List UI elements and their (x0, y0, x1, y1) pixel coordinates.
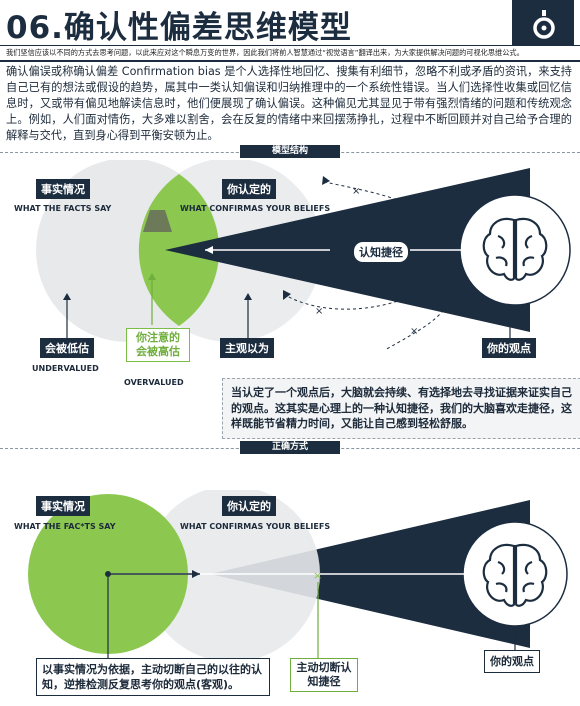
overvalued-en-label: OVERVALUED (124, 378, 184, 387)
svg-text:×: × (313, 569, 322, 582)
page-subtitle: 我们坚信应该以不同的方式去思考问题，以此来应对这个瞬息万变的世界，因此我们将前人… (6, 48, 524, 57)
cut-shortcut-label: 主动切断认知捷径 (290, 658, 358, 692)
facts-label: 事实情况 (36, 179, 90, 199)
undervalued-en-label: UNDERVALUED (32, 364, 99, 373)
subjective-label: 主观以为 (220, 338, 274, 358)
correct-beliefs-en-label: WHAT CONFIRMAS YOUR BELIEFS (180, 522, 331, 531)
section-tag-model: 模型结构 (240, 145, 340, 158)
page-title: 06.确认性偏差思维模型 (6, 10, 352, 46)
model-diagram: × × × (36, 160, 571, 351)
undervalued-label: 会被低估 (40, 338, 94, 358)
svg-text:×: × (315, 306, 323, 317)
beliefs-en-label: WHAT CONFIRMAS YOUR BELIEFS (180, 204, 331, 213)
correct-beliefs-circle (144, 490, 320, 662)
facts-en-label: WHAT THE FACTS SAY (14, 204, 112, 213)
shortcut-cone (165, 168, 530, 332)
beliefs-label: 你认定的 (222, 179, 276, 199)
svg-text:×: × (352, 186, 360, 197)
correct-facts-label: 事实情况 (36, 496, 90, 516)
your-view-label: 你的观点 (482, 338, 536, 358)
overvalued-label: 你注意的会被高估 (126, 328, 190, 362)
svg-text:×: × (410, 326, 418, 337)
brand-logo (512, 0, 574, 46)
correct-facts-en-label: WHAT THE FAC*TS SAY (14, 522, 116, 531)
correct-beliefs-label: 你认定的 (222, 496, 276, 516)
logo-icon (533, 10, 555, 39)
header-divider-bottom (0, 60, 580, 62)
brain-icon-2 (482, 543, 548, 607)
header-divider (0, 45, 580, 46)
model-note: 当认定了一个观点后，大脑就会持续、有选择地去寻找证据来证实自己的观点。这其实是心… (222, 378, 580, 439)
section-tag-correct: 正确方式 (240, 441, 340, 454)
correct-note: 以事实情况为依据，主动切断自己的以往的认知，逆推检测反复思考你的观点(客观)。 (36, 658, 270, 696)
shortcut-label: 认知捷径 (354, 242, 408, 262)
brain-icon (482, 217, 548, 281)
overlap-shadow (143, 210, 172, 232)
correct-diagram: × (28, 490, 568, 662)
correct-your-view-label: 你的观点 (484, 650, 540, 673)
intro-paragraph: 确认偏误或称确认偏差 Confirmation bias 是个人选择性地回忆、搜… (6, 65, 572, 142)
